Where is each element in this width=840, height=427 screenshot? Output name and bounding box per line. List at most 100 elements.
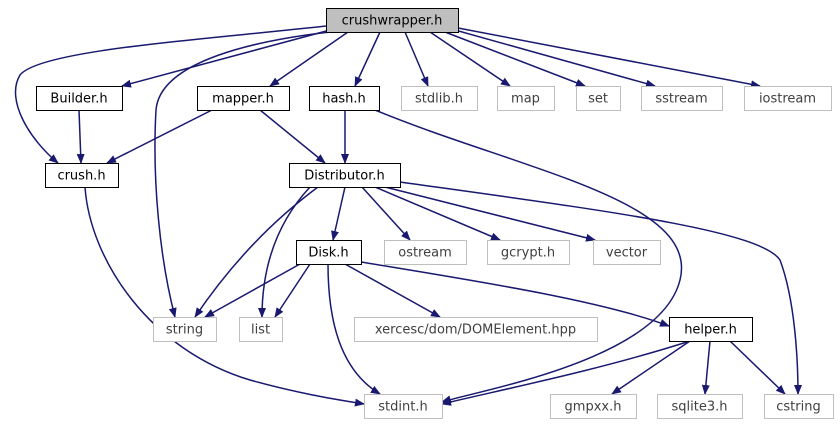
edge-crushwrapper-to-hash	[354, 31, 381, 87]
edge-arrow	[327, 263, 381, 395]
node-ostream: ostream	[384, 240, 467, 265]
edge-helper-to-cstring	[729, 340, 786, 395]
edge-arrow	[361, 186, 411, 241]
edge-crushwrapper-to-mapper	[269, 31, 349, 87]
node-box	[384, 240, 467, 265]
edge-disk-to-stdint	[327, 263, 381, 395]
node-box	[497, 86, 555, 111]
node-crush[interactable]: crush.h	[45, 163, 119, 188]
edge-arrow	[384, 186, 596, 242]
node-label: xercesc/dom/DOMElement.hpp	[375, 323, 576, 338]
node-label: helper.h	[684, 323, 737, 338]
node-helper[interactable]: helper.h	[669, 317, 753, 342]
edge-disk-to-helper	[360, 261, 670, 327]
edge-crushwrapper-to-string	[154, 31, 331, 318]
edge-distributor-to-list	[258, 186, 311, 318]
edge-helper-to-stdint	[441, 340, 691, 406]
edge-crushwrapper-to-map	[429, 31, 511, 87]
node-label: crushwrapper.h	[342, 14, 443, 29]
node-distributor[interactable]: Distributor.h	[289, 163, 401, 188]
node-hash[interactable]: hash.h	[309, 86, 380, 111]
edge-arrow	[344, 263, 441, 318]
node-vector: vector	[593, 240, 661, 265]
node-label: Builder.h	[50, 92, 107, 107]
edge-arrow	[454, 29, 656, 88]
edge-arrow	[259, 109, 326, 164]
node-label: gmpxx.h	[565, 400, 622, 415]
node-xercesc: xercesc/dom/DOMElement.hpp	[354, 317, 598, 342]
edge-distributor-to-cstring	[399, 181, 802, 395]
edge-arrow	[274, 263, 311, 318]
node-box	[669, 317, 753, 342]
node-box	[487, 240, 570, 265]
edge-arrow	[701, 340, 711, 395]
node-stdlib: stdlib.h	[401, 86, 478, 111]
node-box	[593, 240, 661, 265]
edge-arrow	[154, 31, 331, 318]
node-label: crush.h	[57, 169, 105, 184]
edge-arrow	[76, 109, 85, 164]
node-map: map	[497, 86, 555, 111]
node-box	[326, 8, 459, 33]
edge-builder-to-crush	[76, 109, 85, 164]
edge-arrow	[441, 340, 691, 406]
node-set: set	[576, 86, 621, 111]
node-label: set	[588, 92, 608, 107]
node-string: string	[153, 317, 217, 342]
edge-arrow	[269, 31, 349, 87]
node-box	[550, 394, 637, 419]
node-box	[354, 317, 598, 342]
node-label: map	[511, 92, 540, 107]
node-box	[576, 86, 621, 111]
node-box	[401, 86, 478, 111]
node-box	[239, 317, 283, 342]
node-box	[197, 86, 290, 111]
edge-crush-to-stdint	[84, 186, 365, 407]
edge-arrow	[457, 27, 761, 89]
node-label: mapper.h	[212, 92, 274, 107]
node-box	[364, 394, 443, 419]
edge-disk-to-list	[274, 263, 311, 318]
node-label: stdlib.h	[415, 92, 463, 107]
edge-arrow	[404, 31, 429, 87]
node-label: Disk.h	[308, 246, 348, 261]
node-box	[153, 317, 217, 342]
edge-arrow	[14, 25, 327, 164]
node-label: hash.h	[322, 92, 366, 107]
edge-arrow	[258, 186, 311, 318]
node-label: sqlite3.h	[672, 400, 728, 415]
edge-crushwrapper-to-stdlib	[404, 31, 429, 87]
node-box	[657, 394, 743, 419]
node-list: list	[239, 317, 283, 342]
node-box	[45, 163, 119, 188]
node-builder[interactable]: Builder.h	[36, 86, 123, 111]
edge-arrow	[374, 109, 683, 404]
edge-arrow	[360, 261, 670, 327]
edge-arrow	[354, 31, 381, 87]
edge-arrow	[106, 109, 213, 164]
node-disk[interactable]: Disk.h	[296, 240, 362, 265]
edge-arrow	[204, 263, 301, 318]
node-label: gcrypt.h	[501, 246, 555, 261]
node-stdint: stdint.h	[364, 394, 443, 419]
node-crushwrapper[interactable]: crushwrapper.h	[326, 8, 459, 33]
edge-arrow	[611, 340, 691, 395]
edge-mapper-to-crush	[106, 109, 213, 164]
edge-hash-to-stdint	[374, 109, 683, 404]
edge-arrow	[194, 186, 319, 318]
edge-distributor-to-string	[194, 186, 319, 318]
edge-arrow	[429, 31, 511, 87]
edge-mapper-to-distributor	[259, 109, 326, 164]
edge-arrow	[121, 29, 331, 88]
node-mapper[interactable]: mapper.h	[197, 86, 290, 111]
edge-arrow	[729, 340, 786, 395]
edges-layer	[14, 25, 802, 407]
node-label: stdint.h	[378, 400, 427, 415]
edge-crushwrapper-to-crush	[14, 25, 327, 164]
node-box	[296, 240, 362, 265]
node-label: Distributor.h	[304, 169, 385, 184]
edge-crushwrapper-to-builder	[121, 29, 331, 88]
